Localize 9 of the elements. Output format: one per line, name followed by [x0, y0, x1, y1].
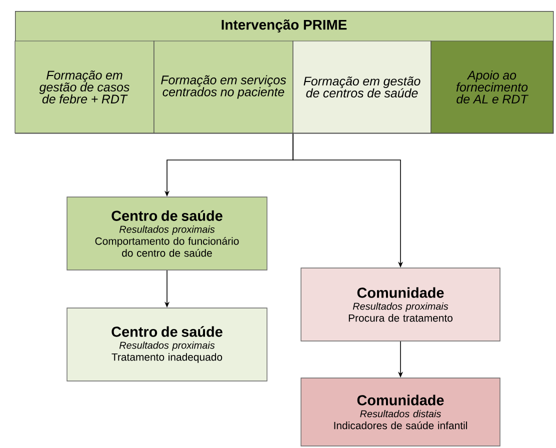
- outcome-box: Centro de saúde Resultados proximais Comportamento do funcionário do centro de saúde: [66, 196, 268, 270]
- table-cell: Formação em gestão de centros de saúde: [292, 40, 432, 134]
- table-cell: Formação em gestão de casos de febre + RDT: [14, 40, 154, 134]
- table-cell: Formação em serviços centrados no paciente: [154, 40, 294, 134]
- table-heading: Intervenção PRIME: [222, 20, 347, 32]
- table-cell: Apoio ao fornecimento de AL e RDT: [430, 40, 554, 134]
- outcome-box: Comunidade Resultados distais Indicadores de saúde infantil: [300, 378, 500, 446]
- outcome-box: Comunidade Resultados proximais Procura de tratamento: [300, 268, 500, 342]
- outcome-box: Centro de saúde Resultados proximais Tratamento inadequado: [66, 308, 268, 382]
